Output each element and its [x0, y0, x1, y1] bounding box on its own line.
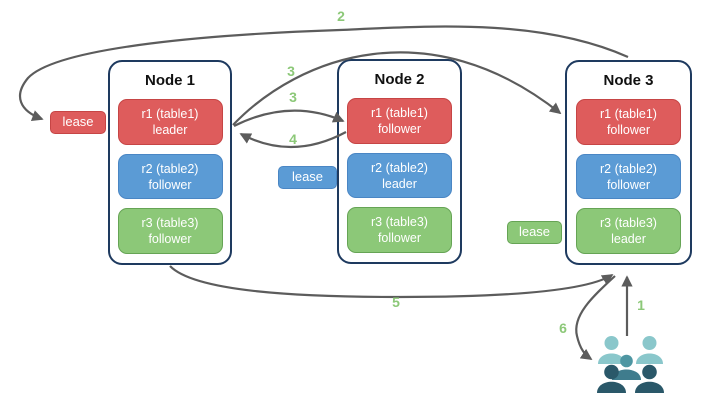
replica-role: follower [148, 232, 192, 247]
replica-role: follower [148, 177, 192, 192]
replica-name: r1 (table1) [141, 106, 199, 121]
replica-name: r3 (table3) [371, 215, 428, 230]
step-label-3b: 3 [289, 89, 297, 105]
replica-role: follower [377, 121, 422, 136]
node-1-replica-r2: r2 (table2) follower [117, 153, 223, 200]
replica-role: leader [382, 176, 417, 191]
node-3-replica-r3: r3 (table3) leader [576, 208, 681, 255]
replica-name: r3 (table3) [600, 216, 657, 231]
replica-role: leader [152, 122, 188, 137]
lease-badge-r3: lease [507, 221, 562, 244]
node-2-replica-r1: r1 (table1) follower [347, 98, 452, 144]
arrow-5-node1-to-node3 [169, 265, 614, 299]
replica-role: follower [606, 177, 651, 192]
replica-name: r1 (table1) [600, 106, 657, 121]
node-1-title: Node 1 [144, 72, 195, 89]
node-1-replica-r1: r1 (table1) leader [117, 99, 223, 145]
node-2: Node 2 r1 (table1) follower r2 (table2) … [337, 59, 462, 264]
node-3-title: Node 3 [603, 72, 654, 89]
replica-role: follower [377, 231, 422, 246]
replica-name: r1 (table1) [371, 105, 428, 120]
step-label-4: 4 [289, 131, 297, 147]
node-2-replica-r3: r3 (table3) follower [347, 207, 452, 254]
step-label-2: 2 [337, 8, 345, 24]
node-1-replica-r3: r3 (table3) follower [117, 208, 223, 255]
replica-name: r2 (table2) [371, 160, 428, 175]
step-label-1: 1 [637, 297, 645, 313]
step-label-3a: 3 [287, 63, 295, 79]
node-1: Node 1 r1 (table1) leader r2 (table2) fo… [108, 60, 232, 265]
lease-badge-r2: lease [278, 166, 337, 189]
lease-badge-r1: lease [50, 111, 106, 134]
arrow-3-node1-to-node2 [233, 109, 345, 127]
replica-name: r3 (table3) [141, 216, 199, 231]
node-2-replica-r2: r2 (table2) leader [347, 152, 452, 199]
step-label-6: 6 [559, 320, 567, 336]
replica-role: leader [611, 232, 646, 247]
users-group-icon [597, 336, 664, 393]
node-2-title: Node 2 [374, 71, 425, 88]
step-label-5: 5 [392, 294, 400, 310]
node-3: Node 3 r1 (table1) follower r2 (table2) … [565, 60, 692, 265]
replica-name: r2 (table2) [141, 161, 199, 176]
node-3-replica-r1: r1 (table1) follower [576, 99, 681, 145]
replica-name: r2 (table2) [600, 161, 657, 176]
node-3-replica-r2: r2 (table2) follower [576, 153, 681, 200]
replica-role: follower [606, 122, 651, 137]
